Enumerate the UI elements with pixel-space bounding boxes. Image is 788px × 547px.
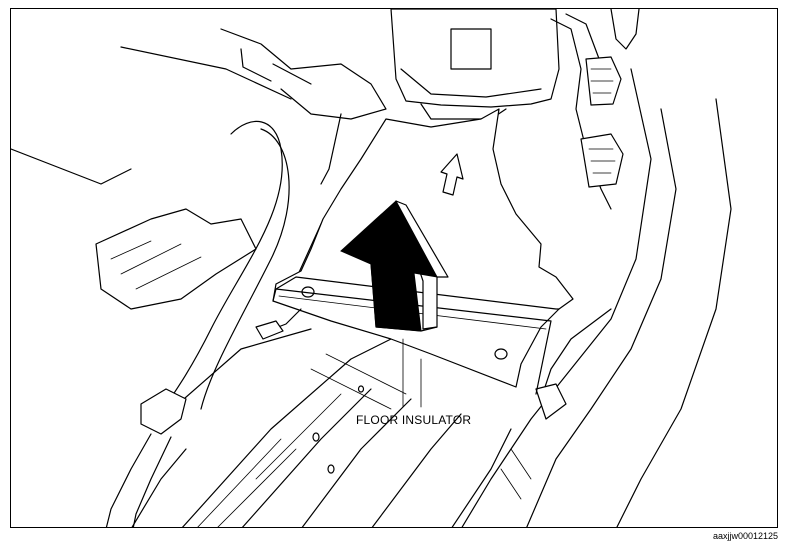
diagram-frame: FLOOR INSULATOR [10, 8, 778, 528]
figure-id: aaxjjw00012125 [712, 531, 778, 541]
up-arrow-outline-icon [440, 153, 464, 196]
callout-leaders [402, 338, 422, 408]
up-arrow-icon [340, 200, 449, 332]
floor-insulator-label: FLOOR INSULATOR [356, 413, 472, 427]
console-components [390, 9, 732, 527]
floor-insulator-drawing [11, 9, 732, 527]
